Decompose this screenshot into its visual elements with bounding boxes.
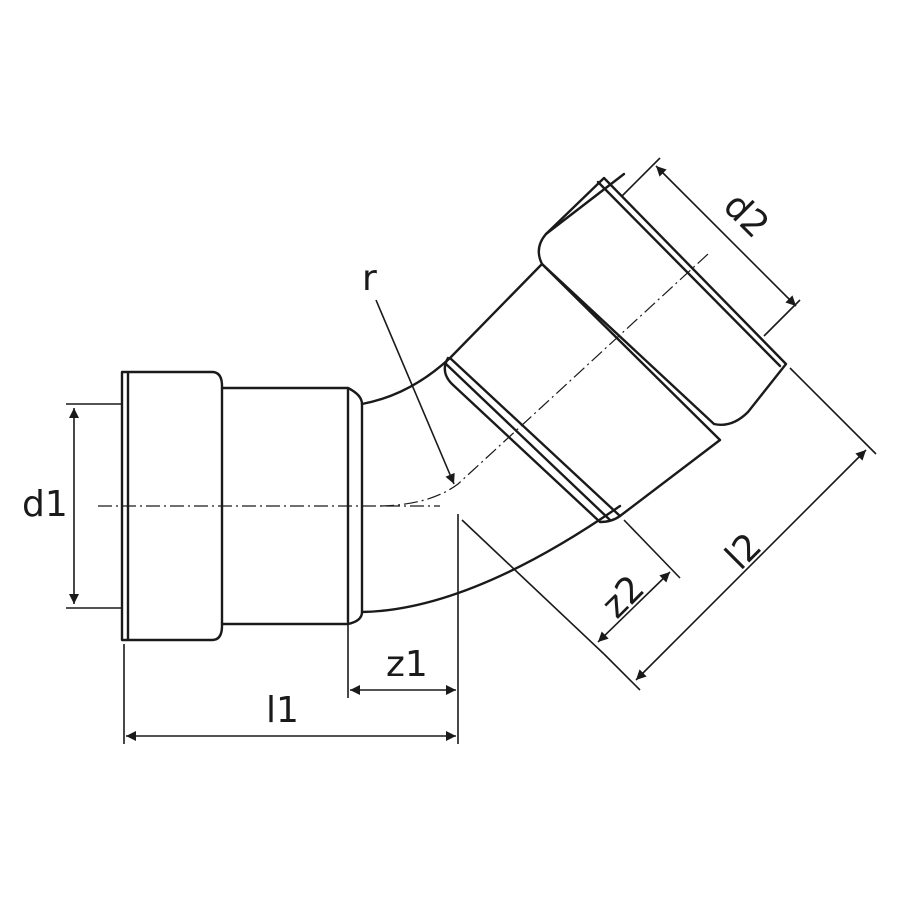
label-r: r	[362, 258, 377, 299]
label-z2: z2	[594, 568, 653, 627]
label-l2: l2	[718, 526, 770, 578]
dimension-l2	[603, 367, 877, 691]
label-d1: d1	[22, 484, 68, 525]
dimension-l1	[123, 644, 456, 744]
dimension-z2	[461, 519, 681, 655]
dimension-d2	[621, 157, 801, 337]
label-l1: l1	[266, 690, 299, 731]
dimension-r	[375, 299, 455, 485]
center-lines	[98, 253, 709, 507]
elbow-bend	[360, 356, 622, 614]
dimension-z1	[347, 514, 459, 744]
dimension-d1	[66, 403, 122, 609]
label-d2: d2	[715, 185, 776, 246]
label-z1: z1	[386, 644, 428, 685]
right-socket	[443, 172, 788, 524]
